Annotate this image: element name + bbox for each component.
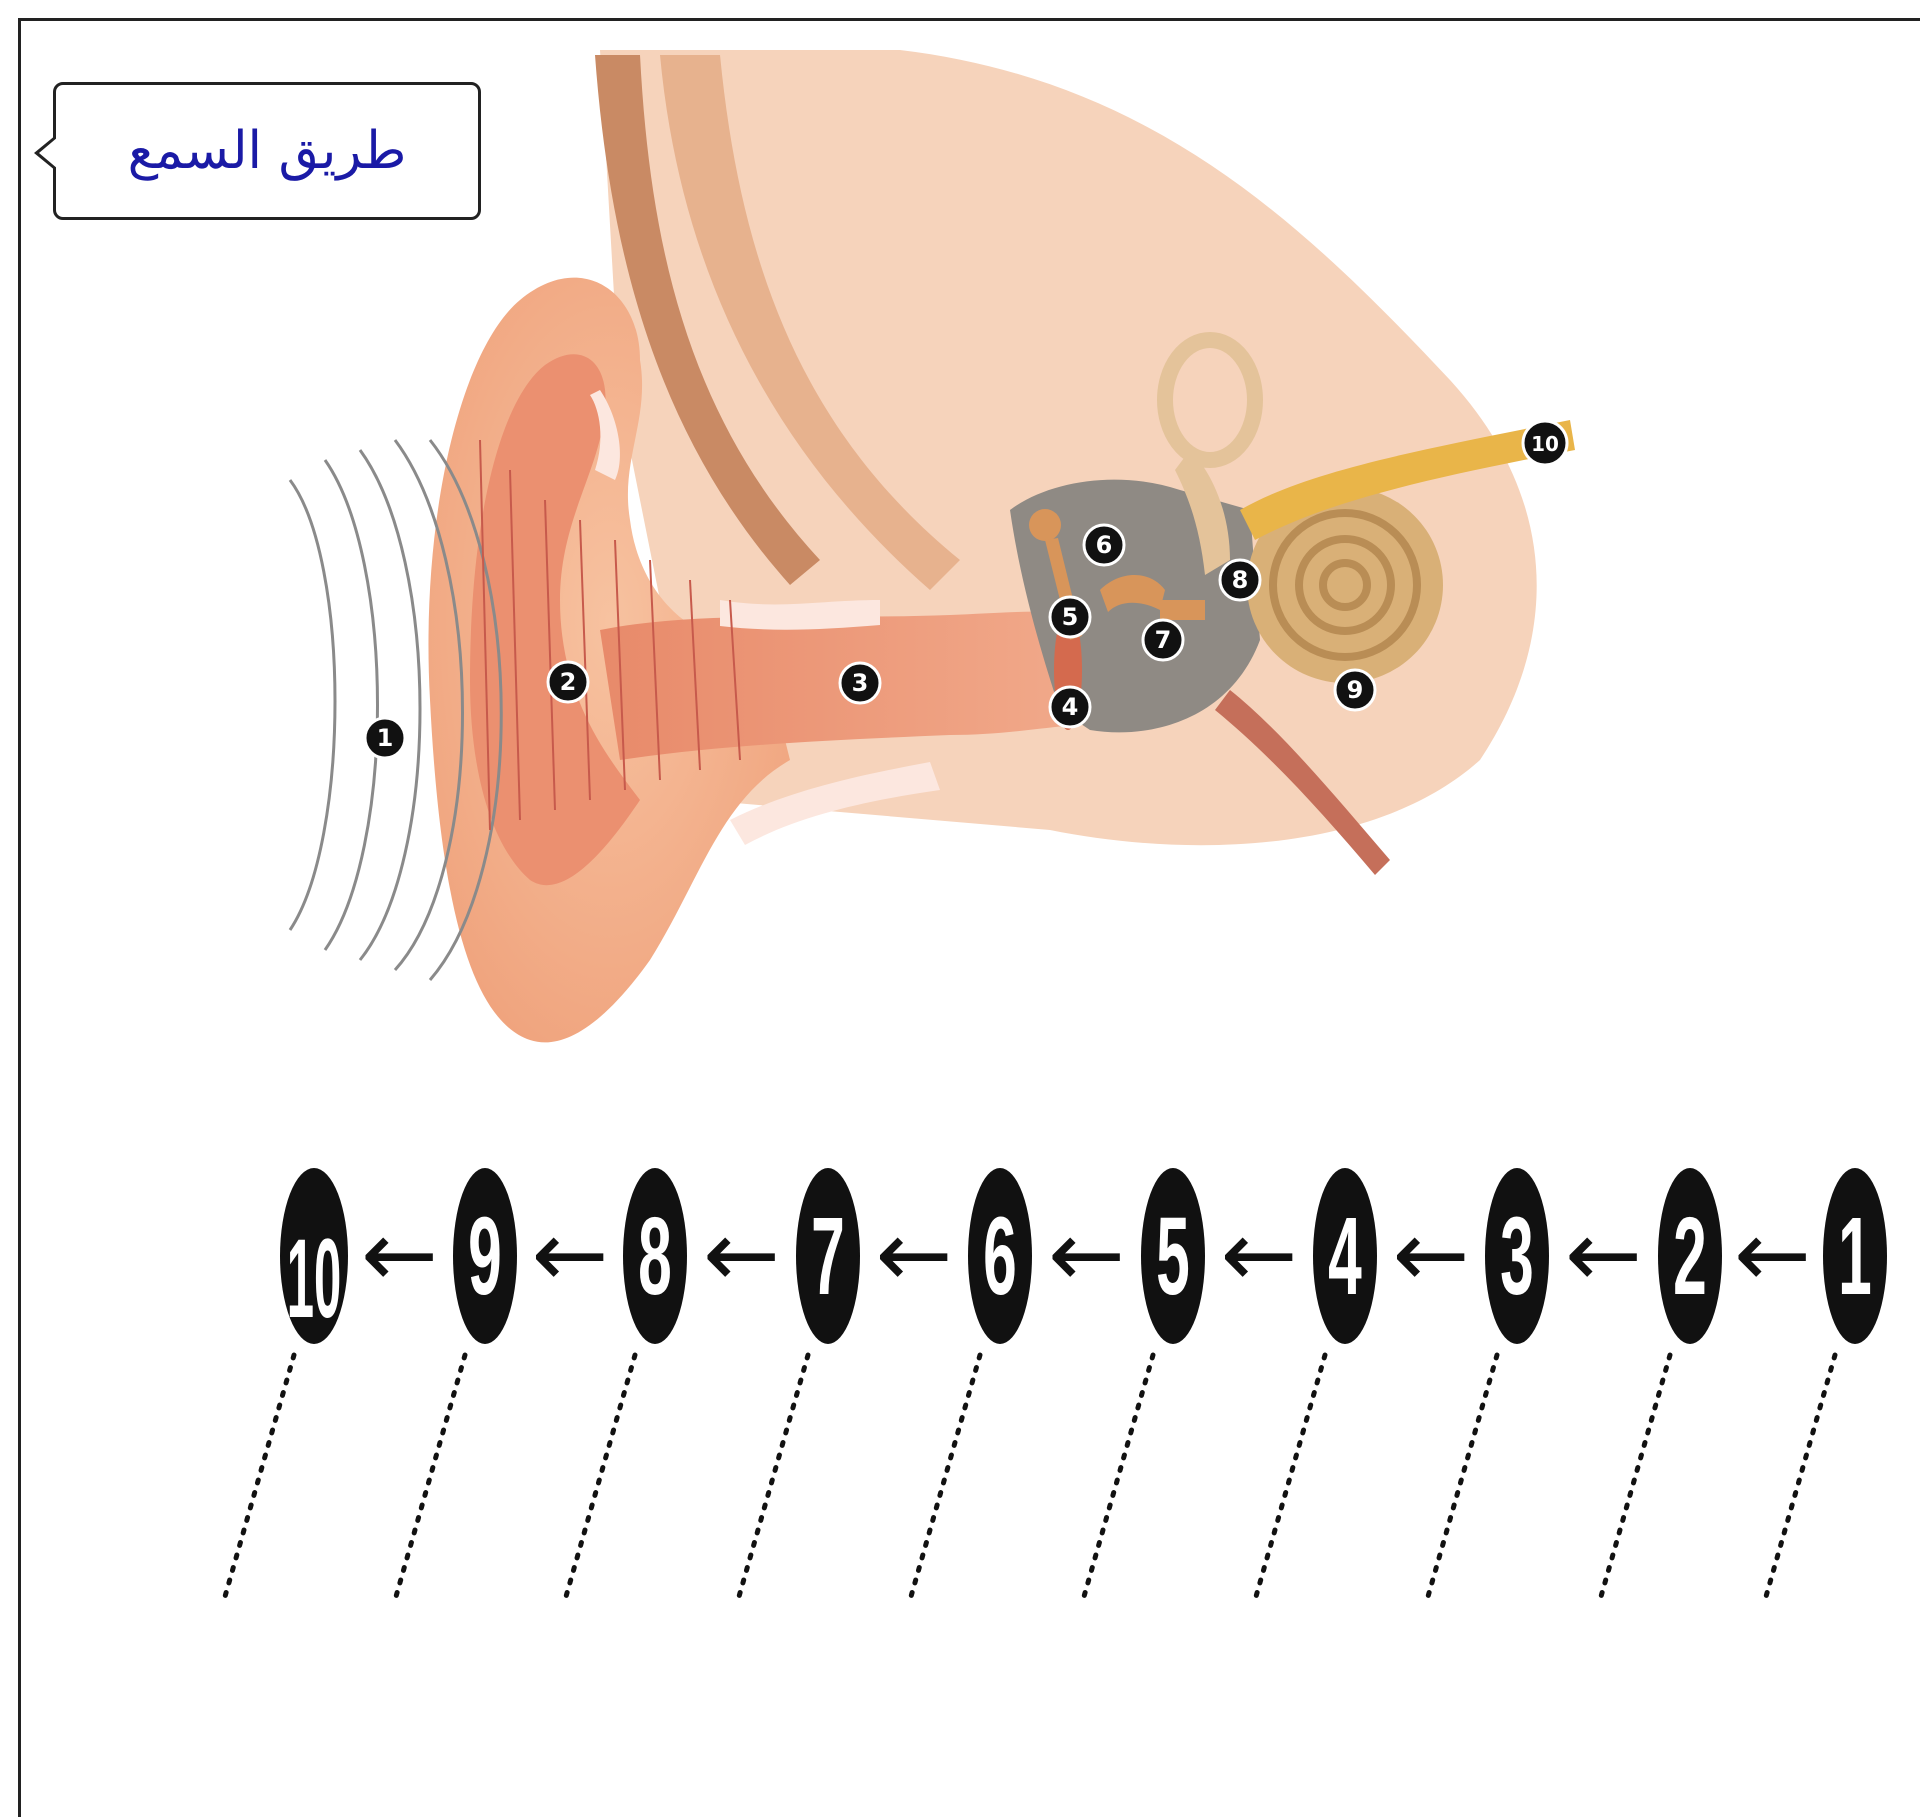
answer-line-7[interactable]	[738, 1355, 808, 1600]
answer-line-3[interactable]	[1427, 1355, 1497, 1600]
pathway-node-2: 2	[1658, 1168, 1722, 1344]
svg-text:4: 4	[1328, 1195, 1362, 1318]
answer-line-6[interactable]	[910, 1355, 980, 1600]
svg-text:6: 6	[983, 1195, 1017, 1318]
svg-text:3: 3	[1500, 1195, 1534, 1318]
answer-line-5[interactable]	[1083, 1355, 1153, 1600]
answer-line-1[interactable]	[1765, 1355, 1835, 1600]
svg-text:10: 10	[287, 1217, 342, 1341]
pathway-node-8: 8	[623, 1168, 687, 1344]
svg-text:5: 5	[1156, 1195, 1190, 1318]
pathway-arrow: ←	[875, 1201, 952, 1308]
pathway-arrow: ←	[1048, 1201, 1125, 1308]
pathway-arrow: ←	[531, 1201, 608, 1308]
svg-text:7: 7	[811, 1195, 845, 1318]
pathway-arrow: ←	[703, 1201, 780, 1308]
pathway-node-6: 6	[968, 1168, 1032, 1344]
pathway-arrow: ←	[1392, 1201, 1469, 1308]
answer-line-2[interactable]	[1600, 1355, 1670, 1600]
pathway-arrow: ←	[361, 1201, 438, 1308]
pathway-node-3: 3	[1485, 1168, 1549, 1344]
pathway-node-7: 7	[796, 1168, 860, 1344]
answer-line-8[interactable]	[565, 1355, 635, 1600]
pathway-node-9: 9	[453, 1168, 517, 1344]
svg-text:9: 9	[468, 1195, 502, 1318]
pathway-arrow: ←	[1565, 1201, 1642, 1308]
svg-text:2: 2	[1673, 1195, 1707, 1318]
answer-line-10[interactable]	[224, 1355, 294, 1600]
pathway-node-10: 10	[280, 1168, 348, 1344]
pathway-node-4: 4	[1313, 1168, 1377, 1344]
svg-text:1: 1	[1838, 1195, 1872, 1318]
answer-line-9[interactable]	[395, 1355, 465, 1600]
answer-line-4[interactable]	[1255, 1355, 1325, 1600]
svg-text:8: 8	[638, 1195, 672, 1318]
pathway-arrow: ←	[1734, 1201, 1811, 1308]
pathway-node-1: 1	[1823, 1168, 1887, 1344]
pathway-node-5: 5	[1141, 1168, 1205, 1344]
pathway-arrow: ←	[1220, 1201, 1297, 1308]
